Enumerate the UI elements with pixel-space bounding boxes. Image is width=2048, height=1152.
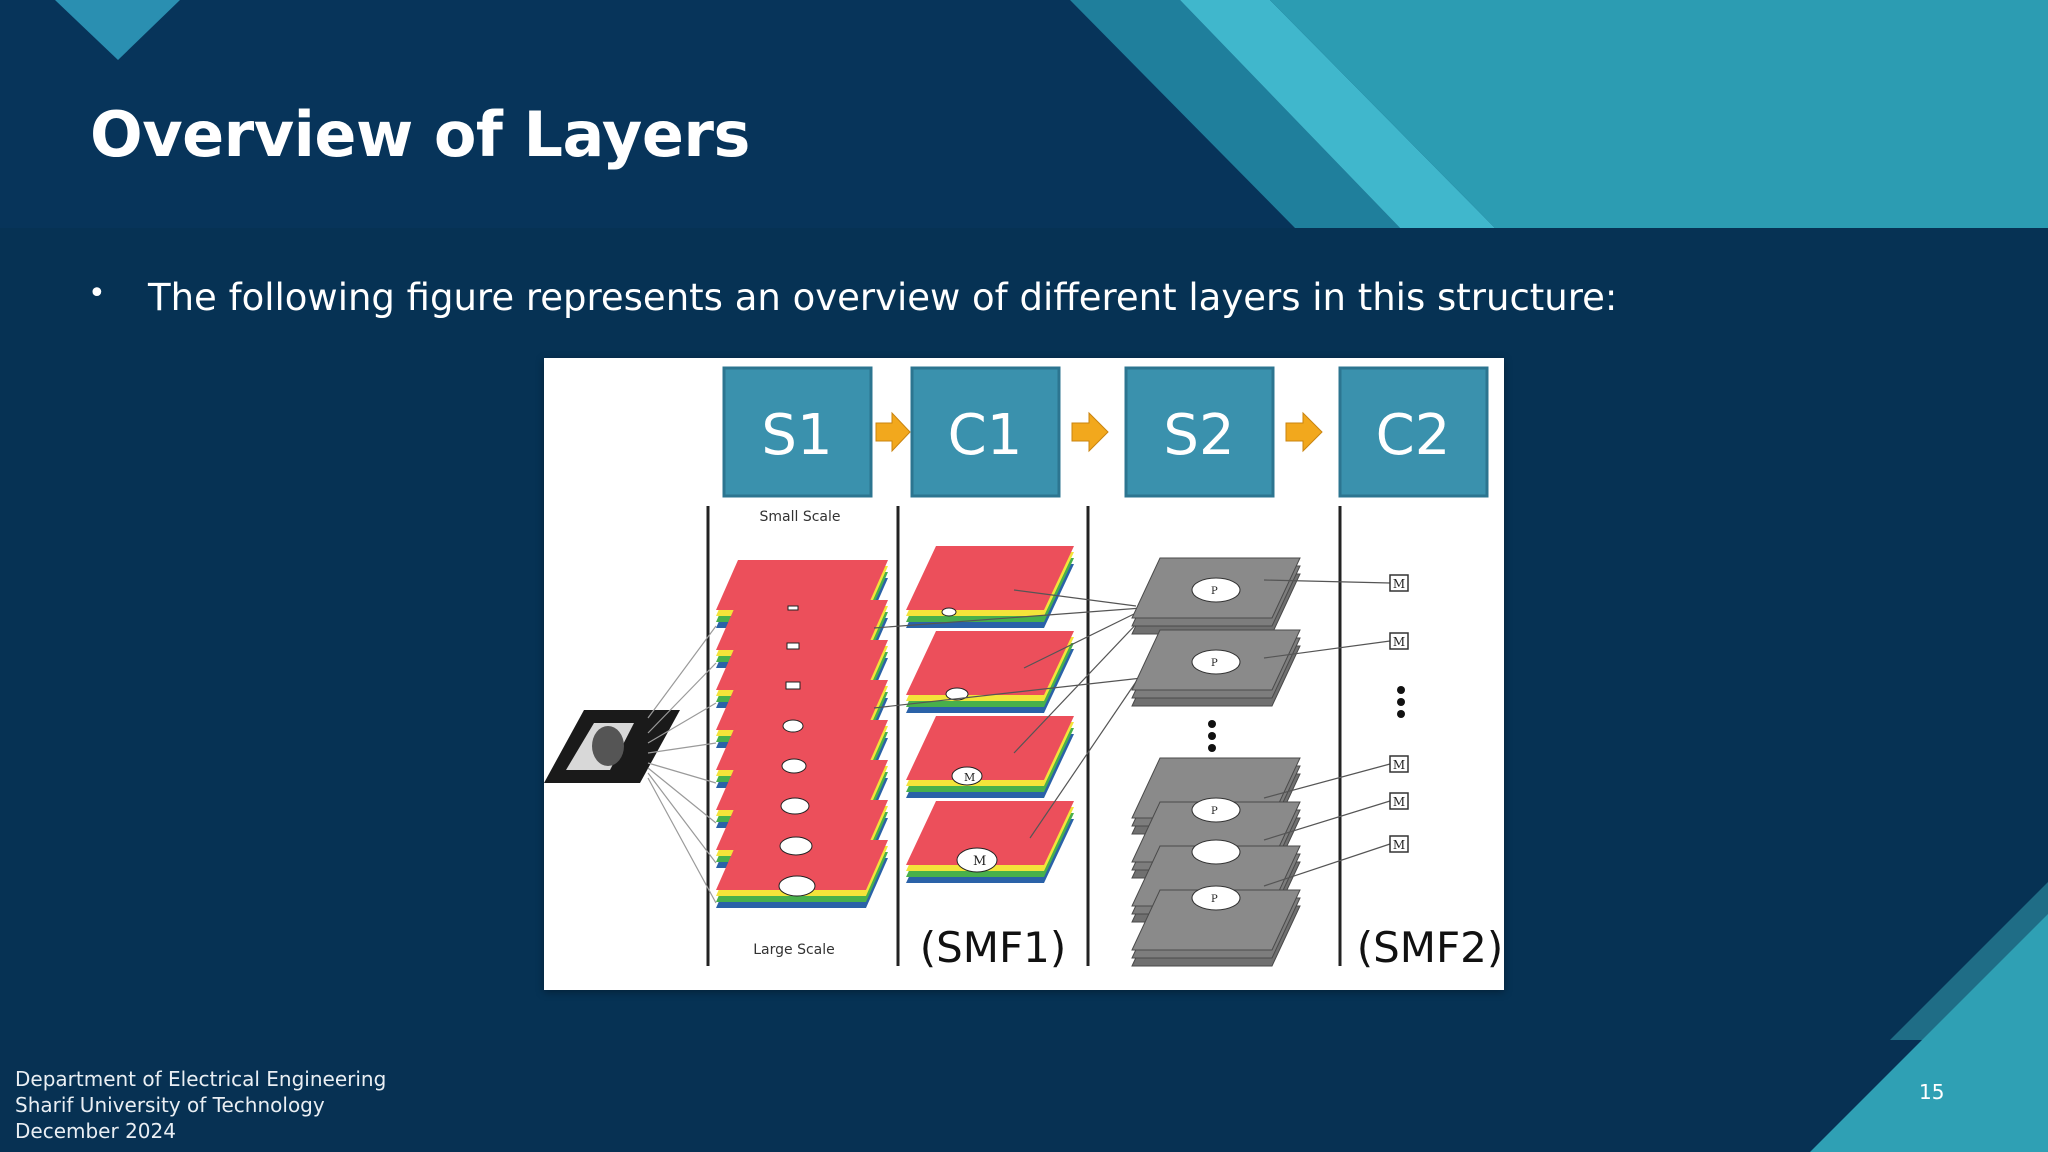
page-number: 15 bbox=[1919, 1080, 1945, 1104]
patch-marker: P bbox=[1211, 658, 1218, 669]
c2-unit-label: M bbox=[1393, 795, 1405, 809]
bullet-text: The following figure represents an overv… bbox=[148, 276, 1618, 319]
footer-band bbox=[0, 1040, 2048, 1152]
s2-patches bbox=[1191, 577, 1241, 911]
patch-marker: P bbox=[1211, 806, 1218, 817]
footer-department: Department of Electrical Engineering bbox=[15, 1067, 387, 1091]
bullet-dot: • bbox=[88, 276, 106, 311]
footer-date: December 2024 bbox=[15, 1119, 176, 1143]
box-s1 bbox=[722, 366, 873, 498]
arrow-icon bbox=[1071, 411, 1109, 453]
c2-unit-label: M bbox=[1393, 758, 1405, 772]
box-c2 bbox=[1338, 366, 1489, 498]
arrow-icon bbox=[1285, 411, 1323, 453]
map-marker: M bbox=[973, 854, 986, 869]
ellipsis-dots-icon bbox=[1208, 720, 1216, 752]
c1-pooling-fields bbox=[941, 607, 998, 873]
patch-marker: P bbox=[1211, 894, 1218, 905]
c1-s2-connections bbox=[873, 589, 1143, 839]
large-scale-label: Large Scale bbox=[753, 942, 835, 958]
ellipsis-dots-icon bbox=[1397, 686, 1405, 718]
smf1-label: (SMF1) bbox=[920, 923, 1067, 972]
c2-unit-label: M bbox=[1393, 635, 1405, 649]
slide-title: Overview of Layers bbox=[90, 98, 750, 171]
s1-receptive-fields bbox=[778, 605, 816, 897]
footer-university: Sharif University of Technology bbox=[15, 1093, 325, 1117]
box-c1 bbox=[910, 366, 1061, 498]
smf2-label: (SMF2) bbox=[1357, 923, 1504, 972]
layers-figure: S1 C1 S2 C2 Small Scale Large Scale bbox=[544, 358, 1504, 990]
input-image bbox=[544, 710, 680, 783]
footer-text: Department of Electrical Engineering Sha… bbox=[15, 1066, 386, 1144]
box-c1-label: C1 bbox=[948, 403, 1023, 468]
arrow-icon bbox=[875, 411, 911, 453]
box-s1-label: S1 bbox=[761, 403, 832, 468]
box-s2-label: S2 bbox=[1163, 403, 1234, 468]
box-c2-label: C2 bbox=[1376, 403, 1451, 468]
patch-marker: P bbox=[1211, 586, 1218, 597]
small-scale-label: Small Scale bbox=[760, 509, 841, 525]
box-s2 bbox=[1124, 366, 1275, 498]
layers-diagram: S1 C1 S2 C2 Small Scale Large Scale bbox=[544, 366, 1504, 972]
s2-c2-connections bbox=[1263, 579, 1391, 887]
c2-units bbox=[1389, 574, 1409, 853]
c2-unit-label: M bbox=[1393, 577, 1405, 591]
header-decoration bbox=[55, 0, 2048, 228]
map-marker: M bbox=[964, 771, 975, 784]
c2-unit-label: M bbox=[1393, 838, 1405, 852]
s1-connections bbox=[647, 625, 717, 904]
